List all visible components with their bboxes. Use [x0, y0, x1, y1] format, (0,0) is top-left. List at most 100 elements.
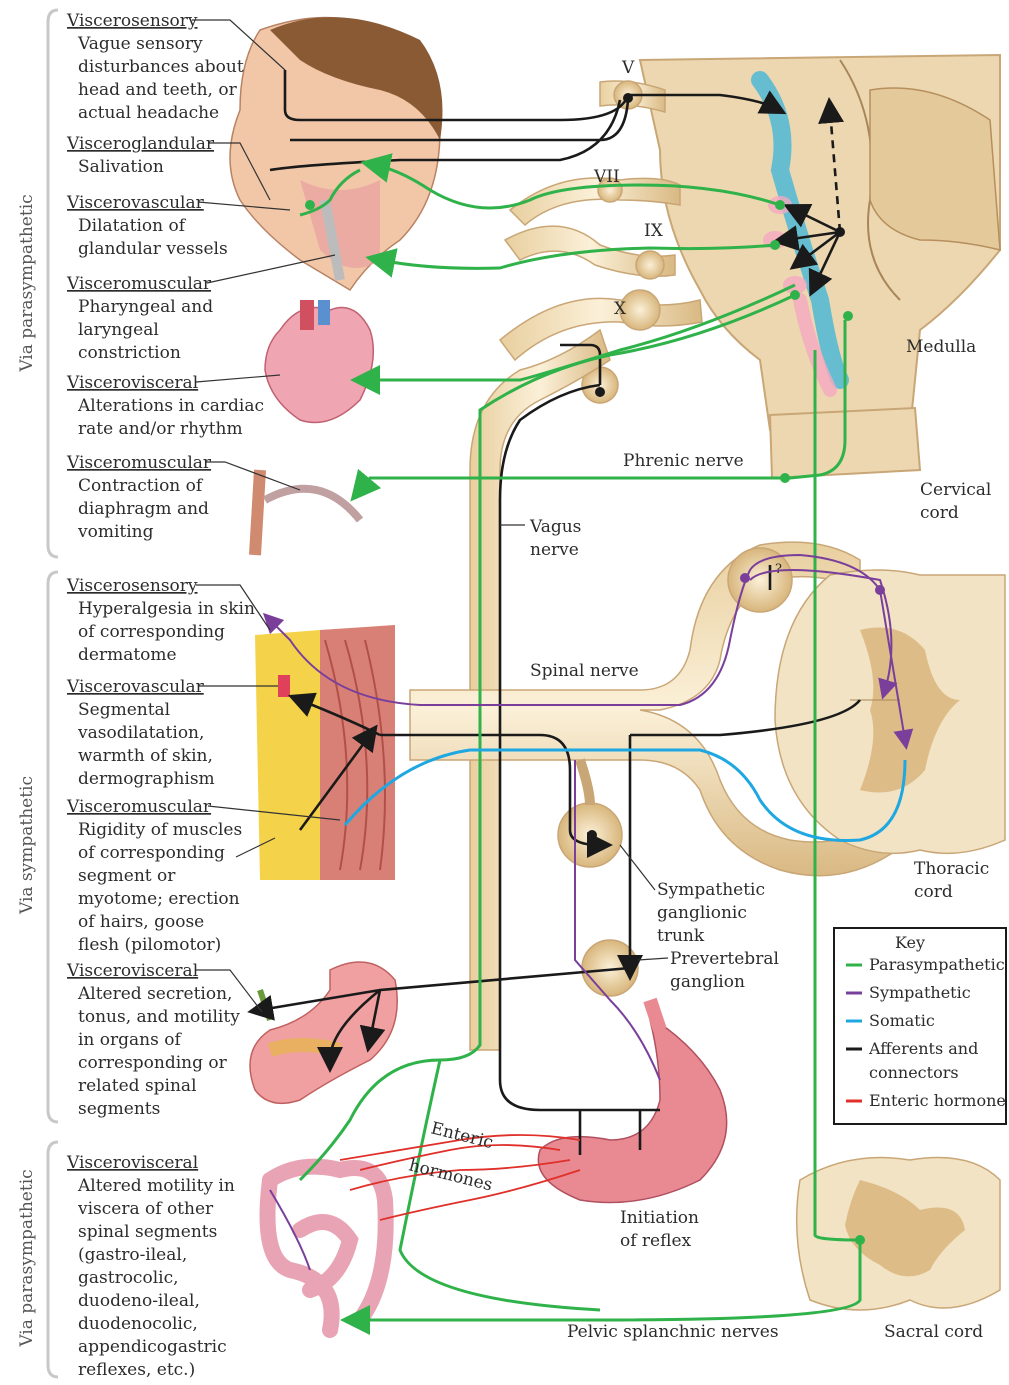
annotation-line: of hairs, goose — [78, 912, 204, 932]
label-vagus-1: Vagus — [529, 517, 581, 537]
label-prevertebral-1: Prevertebral — [670, 949, 779, 969]
legend-label: Afferents and — [868, 1039, 978, 1058]
label-medulla: Medulla — [906, 337, 976, 357]
label-sympathetic-trunk-2: ganglionic — [657, 903, 747, 923]
annotation-line: disturbances about — [78, 57, 244, 77]
annotation-heading: Viscerovisceral — [66, 373, 198, 393]
annotation-line: related spinal — [78, 1076, 197, 1096]
stomach-reflex-illustration — [538, 1000, 726, 1203]
annotation-line: segment or — [78, 866, 176, 886]
label-cn-x: X — [614, 299, 627, 319]
heart-illustration — [265, 300, 373, 423]
annotation-line: Vague sensory — [77, 34, 203, 54]
label-spinal-nerve: Spinal nerve — [530, 661, 639, 681]
annotation-line: Alterations in cardiac — [77, 396, 264, 416]
stomach-pancreas-illustration — [250, 962, 397, 1103]
annotation-heading: Visceromuscular — [66, 797, 212, 817]
annotation-line: spinal segments — [78, 1222, 217, 1242]
label-sympathetic-trunk-1: Sympathetic — [657, 880, 765, 900]
annotation-heading: Viscerovascular — [66, 193, 205, 213]
label-cervical-cord-1: Cervical — [920, 480, 991, 500]
side-label-bottom: Via parasympathetic — [17, 1169, 37, 1347]
annotation-line: corresponding or — [78, 1053, 228, 1073]
annotation-line: constriction — [78, 343, 181, 363]
annotation-line: duodenocolic, — [78, 1314, 198, 1334]
annotation-line: diaphragm and — [78, 499, 209, 519]
side-label-top: Via parasympathetic — [17, 194, 37, 372]
thoracic-cord-illustration — [775, 570, 1005, 853]
medulla-illustration — [640, 55, 1000, 478]
annotation-heading: Viscerosensory — [66, 576, 198, 596]
legend-label: connectors — [869, 1063, 959, 1082]
label-prevertebral-2: ganglion — [670, 972, 745, 992]
head-illustration — [230, 17, 443, 290]
annotation-line: gastrocolic, — [78, 1268, 179, 1288]
label-sympathetic-trunk-3: trunk — [657, 926, 705, 946]
annotation-heading: Visceroglandular — [66, 134, 215, 154]
annotation-line: rate and/or rhythm — [78, 419, 243, 439]
annotation-line: viscera of other — [77, 1199, 214, 1219]
label-thoracic-cord-1: Thoracic — [914, 859, 989, 879]
trunk-leader — [620, 845, 655, 890]
legend-label: Parasympathetic — [869, 955, 1005, 974]
label-cn-v: V — [621, 58, 635, 78]
annotation-line: appendicogastric — [78, 1337, 227, 1357]
legend-title: Key — [895, 933, 925, 952]
side-brackets — [48, 10, 58, 1377]
sacral-cord-illustration — [797, 1158, 1000, 1311]
annotation-line: Dilatation of — [78, 216, 187, 236]
annotation-line: (gastro-ileal, — [78, 1245, 187, 1265]
annotation-heading: Viscerovisceral — [66, 961, 198, 981]
annotation-line: Altered secretion, — [77, 984, 232, 1004]
annotation-heading: Viscerovisceral — [66, 1153, 198, 1173]
label-pelvic-splanchnic: Pelvic splanchnic nerves — [567, 1322, 779, 1342]
annotation-line: Pharyngeal and — [78, 297, 213, 317]
annotation-line: tonus, and motility — [78, 1007, 240, 1027]
label-thoracic-cord-2: cord — [914, 882, 953, 902]
annotation-line: head and teeth, or — [78, 80, 238, 100]
label-sacral-cord: Sacral cord — [884, 1322, 983, 1342]
label-question: ? — [775, 562, 782, 577]
diaphragm-illustration — [255, 470, 360, 555]
side-label-middle: Via sympathetic — [17, 776, 37, 915]
skin-section-illustration — [255, 625, 395, 880]
annotation-line: Segmental — [78, 700, 170, 720]
label-initiation-2: of reflex — [620, 1231, 692, 1251]
annotation-line: segments — [78, 1099, 160, 1119]
annotation-line: Altered motility in — [77, 1176, 235, 1196]
annotation-line: dermographism — [78, 769, 215, 789]
annotation-line: Contraction of — [78, 476, 204, 496]
annotation-line: vomiting — [77, 522, 154, 542]
annotation-heading: Visceromuscular — [66, 274, 212, 294]
label-hormones: hormones — [407, 1155, 495, 1195]
annotation-line: vasodilatation, — [77, 723, 204, 743]
annotation-line: reflexes, etc.) — [78, 1360, 195, 1380]
annotation-line: myotome; erection — [78, 889, 240, 909]
annotation-heading: Visceromuscular — [66, 453, 212, 473]
annotation-heading: Viscerovascular — [66, 677, 205, 697]
label-cervical-cord-2: cord — [920, 503, 959, 523]
annotation-line: flesh (pilomotor) — [78, 935, 221, 955]
label-cn-ix: IX — [644, 221, 664, 241]
annotation-line: in organs of — [78, 1030, 182, 1050]
legend: Key ParasympatheticSympatheticSomaticAff… — [834, 928, 1006, 1124]
label-vagus-2: nerve — [530, 540, 579, 560]
legend-label: Somatic — [869, 1011, 935, 1030]
annotation-line: dermatome — [78, 645, 177, 665]
annotation-heading: Viscerosensory — [66, 11, 198, 31]
annotation-line: warmth of skin, — [78, 746, 213, 766]
annotation-line: laryngeal — [78, 320, 159, 340]
label-cn-vii: VII — [593, 167, 620, 187]
colon-illustration — [268, 1167, 386, 1330]
annotation-line: Salivation — [78, 157, 164, 177]
prevertebral-leader — [638, 958, 668, 960]
annotation-line: duodeno-ileal, — [78, 1291, 200, 1311]
